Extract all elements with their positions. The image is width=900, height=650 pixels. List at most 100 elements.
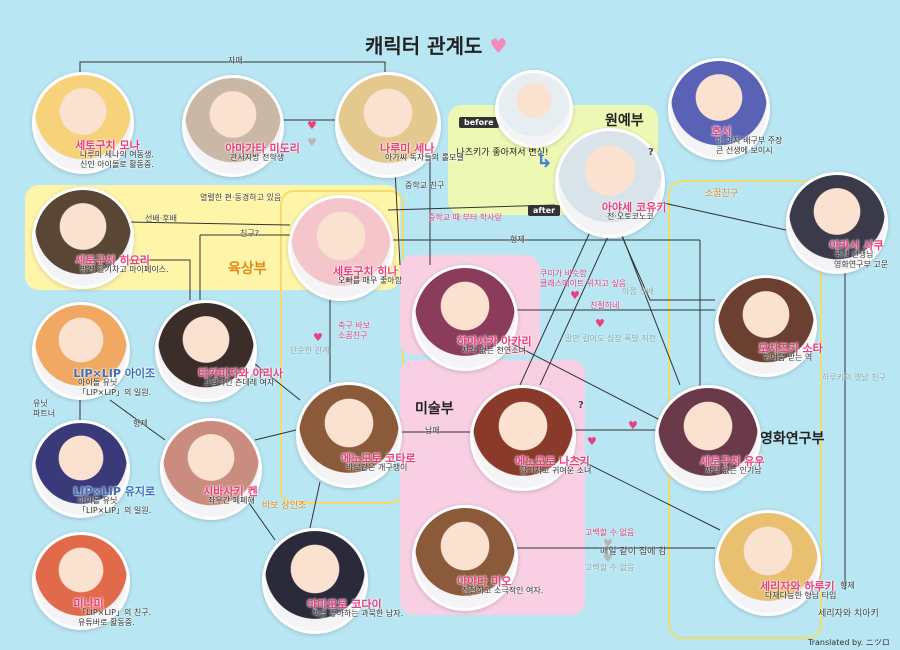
line-sena-middle <box>394 169 401 266</box>
character-portrait-shibasaki <box>160 418 262 520</box>
character-portrait-akari <box>412 265 518 371</box>
character-portrait-minami <box>32 532 130 630</box>
club-label-art: 미술부 <box>415 401 454 417</box>
character-name: 미나미 <box>73 596 104 610</box>
line-shibasaki-kotaro <box>254 429 297 441</box>
character-description: 국전 선생님 <box>834 250 874 260</box>
heart-icon: ♥ <box>628 419 638 432</box>
label-unit: 유닛 <box>33 399 48 408</box>
label-sister: 자매 <box>228 56 243 65</box>
character-portrait-hina <box>288 195 394 301</box>
club-label-film: 영화연구부 <box>760 431 825 447</box>
character-description: 밝게 활기차고 마이페이스. <box>80 265 169 275</box>
character-portrait-saku <box>786 172 888 274</box>
heart-icon: ♥ <box>313 331 323 344</box>
character-name: 모치즈키 소타 <box>758 342 823 356</box>
line-natsuki-haruki <box>559 449 721 531</box>
label-regret-senpai: 아깝 선배 <box>622 287 654 296</box>
arrow-down-icon: ↳ <box>536 148 553 172</box>
character-description: 전·오토코노코 <box>607 211 654 221</box>
character-description: 영화연구부 고문 <box>834 260 889 270</box>
label-sibling-2: 남매 <box>425 426 440 435</box>
character-portrait-haruki <box>715 510 821 616</box>
line-senpai <box>127 221 291 226</box>
page-title: 캐릭터 관계도 ♥ <box>365 30 507 59</box>
character-portrait-sota <box>715 275 817 377</box>
club-label-gardening: 원예부 <box>605 113 644 129</box>
character-description: 책을 좋아하는 과묵한 남자. <box>312 609 404 618</box>
character-portrait-hiyori <box>32 187 134 289</box>
character-portrait-sempai <box>668 58 770 160</box>
label-friend-q: 친구? <box>240 229 259 238</box>
line-koyuki-before <box>619 231 715 301</box>
character-portrait-arisa <box>155 300 257 402</box>
character-name: 야마모토 코다이 <box>307 598 382 611</box>
character-description: 유튜버로 활동중. <box>78 617 135 627</box>
character-name: 시바사키 켄 <box>203 485 258 499</box>
label-brothers: 형제 <box>133 419 148 428</box>
badge-after: after <box>528 205 561 216</box>
character-portrait-yu <box>655 385 761 491</box>
label-class-mate: 클래스메이트 위치고 싶음 <box>540 279 627 288</box>
heart-icon: ♥ <box>307 136 317 149</box>
character-name: 에노모토 코타로 <box>341 452 416 465</box>
translator-credit: Translated by. ニツロ <box>808 638 890 647</box>
character-name: LIP×LIP 아이조 <box>73 366 156 380</box>
character-portrait-koyuki_before <box>495 70 573 148</box>
character-portrait-kotaro <box>296 382 402 488</box>
character-description: 아가씨 독자들의 롤모델 <box>385 153 464 162</box>
character-name: 호시 <box>711 125 732 139</box>
character-description: 바보같은 개구쟁이 <box>346 463 408 472</box>
club-label-track: 육상부 <box>228 261 267 277</box>
character-description: 큰 선생에 보이시 <box>716 146 773 156</box>
character-description: 귀여움 받는 역 <box>763 353 813 363</box>
label-confess-1: 고백할 수 없음 <box>585 528 635 537</box>
label-class-friend: 쿠미가 비슷함 <box>540 269 587 278</box>
character-description: 신인 아이돌로 활동중. <box>80 160 154 170</box>
character-description: 다재다능한 형님 타입 <box>765 591 837 600</box>
label-brothers-3: 형제 <box>840 581 855 590</box>
character-portrait-mona <box>32 72 134 174</box>
character-name: 타카미자와 아리사 <box>198 367 283 381</box>
character-description: 「LIP×LIP」의 일원. <box>78 505 152 515</box>
label-middle-classmate: 중학교 때 부터 학사랑 <box>428 213 502 222</box>
character-portrait-midori <box>182 75 284 177</box>
heart-icon: ♥ <box>603 552 613 565</box>
character-name: 에노모토 나츠키 <box>515 455 590 468</box>
question-mark-icon: ? <box>648 147 654 158</box>
title-text: 캐릭터 관계도 <box>365 34 483 58</box>
label-every-day: 매일 같이 집에 감 <box>600 547 667 557</box>
line-saku-koyuki <box>649 199 787 231</box>
character-name: 세토구치 모나 <box>75 139 140 153</box>
transform-bubble: 나츠키가 좋아져서 변신! <box>456 148 549 158</box>
character-name: 세토구치 유우 <box>700 455 765 468</box>
character-portrait-natsuki <box>470 385 576 491</box>
label-middle-friend: 중학교 친구 <box>405 181 445 190</box>
character-description: 이 여자 배구부 주장 <box>716 136 783 146</box>
character-description: 좌우간 페페해 <box>208 496 255 506</box>
character-portrait-koyuki <box>555 128 665 238</box>
label-love-rival: 열렬한 편·동경하고 있음 <box>200 193 282 202</box>
line-hina-koyuki <box>387 204 556 211</box>
character-description: 아이돌 유닛 <box>78 495 118 505</box>
label-childhood-pair: 소꿉친구 <box>338 331 368 340</box>
label-sibling-name: 세리자와 치아키 <box>818 609 879 619</box>
character-name: LIP×LIP 유지로 <box>73 484 156 498</box>
character-name: 아카시 사쿠 <box>829 239 884 253</box>
character-description: 자각 없는 인기남 <box>705 466 762 475</box>
character-portrait-kotaro_y <box>262 528 368 634</box>
heart-icon: ♥ <box>307 119 317 132</box>
character-name: 아마가타 미도리 <box>225 142 300 156</box>
character-description: 고압적인 츤데레 여자 <box>203 378 275 388</box>
label-partner: 파트너 <box>33 409 56 418</box>
label-confess-2: 고백할 수 없음 <box>585 563 635 572</box>
character-name: 아야다 미오 <box>457 575 512 588</box>
character-name: 세토구치 히나 <box>333 265 398 278</box>
line-kotaro-yama <box>309 481 321 529</box>
heart-icon: ♥ <box>595 317 605 330</box>
character-name: 나루미 세나 <box>380 142 435 155</box>
heart-icon: ♥ <box>570 289 580 302</box>
line-sister <box>79 61 386 72</box>
line-arisa-kotaro <box>249 359 301 401</box>
